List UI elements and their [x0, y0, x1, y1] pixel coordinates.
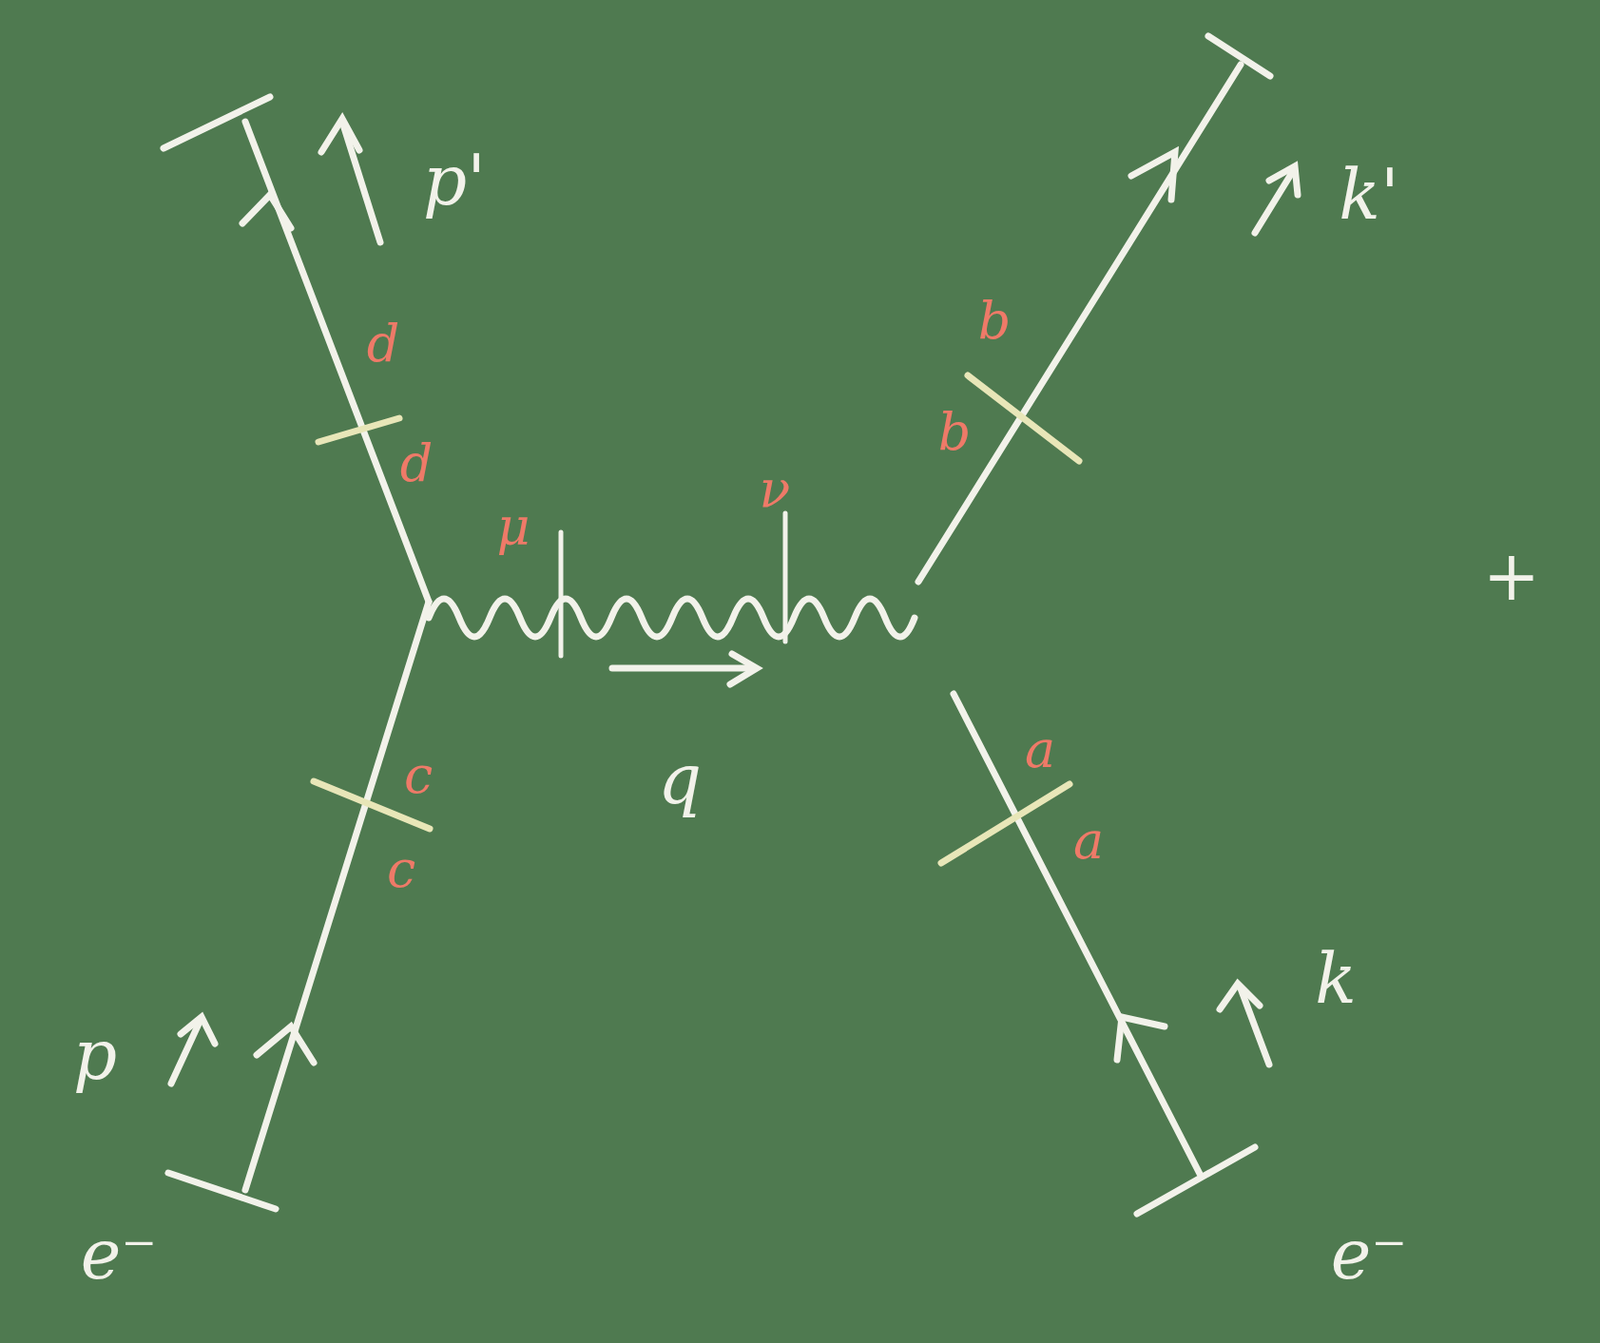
momentum-arrow	[180, 1017, 215, 1044]
photon-line	[428, 598, 915, 637]
momentum-label: k'	[1338, 160, 1399, 230]
index-label: ν	[759, 463, 791, 516]
index-label: b	[978, 295, 1012, 347]
particle-label: e⁻	[80, 1220, 158, 1290]
cross-mark	[318, 418, 400, 443]
momentum-arrow	[730, 654, 757, 685]
index-label: d	[366, 318, 401, 370]
external-bar	[163, 96, 270, 149]
momentum-label: p	[73, 1021, 117, 1090]
momentum-arrow	[342, 121, 381, 243]
particle-label: e⁻	[1330, 1220, 1408, 1290]
fermion-line	[918, 64, 1241, 582]
momentum-arrow	[1219, 983, 1260, 1010]
index-label: c	[404, 750, 433, 802]
momentum-label: k	[1314, 944, 1357, 1014]
momentum-label: p'	[423, 146, 486, 215]
cross-mark	[967, 375, 1080, 462]
index-label: μ	[496, 501, 530, 554]
index-label: d	[400, 438, 434, 490]
index-label: a	[1024, 724, 1056, 776]
cut-tick	[783, 513, 789, 642]
momentum-arrow	[612, 665, 755, 673]
cross-mark	[941, 784, 1070, 864]
index-label: c	[386, 844, 416, 896]
momentum-label: q	[657, 745, 702, 814]
fermion-line	[245, 601, 429, 1191]
arrow-head	[242, 194, 291, 229]
index-label: a	[1073, 815, 1104, 868]
cut-tick	[559, 532, 564, 656]
external-bar	[1137, 1147, 1255, 1215]
momentum-arrow	[1269, 166, 1298, 195]
arrow-head	[256, 1026, 314, 1063]
external-bar	[168, 1173, 276, 1210]
fermion-line	[953, 693, 1200, 1175]
plus-sign: +	[1483, 541, 1541, 611]
index-label: b	[938, 406, 972, 459]
momentum-arrow	[321, 118, 360, 153]
external-bar	[1208, 36, 1271, 77]
arrow-head	[1131, 152, 1176, 200]
arrow-head	[1117, 1017, 1165, 1061]
